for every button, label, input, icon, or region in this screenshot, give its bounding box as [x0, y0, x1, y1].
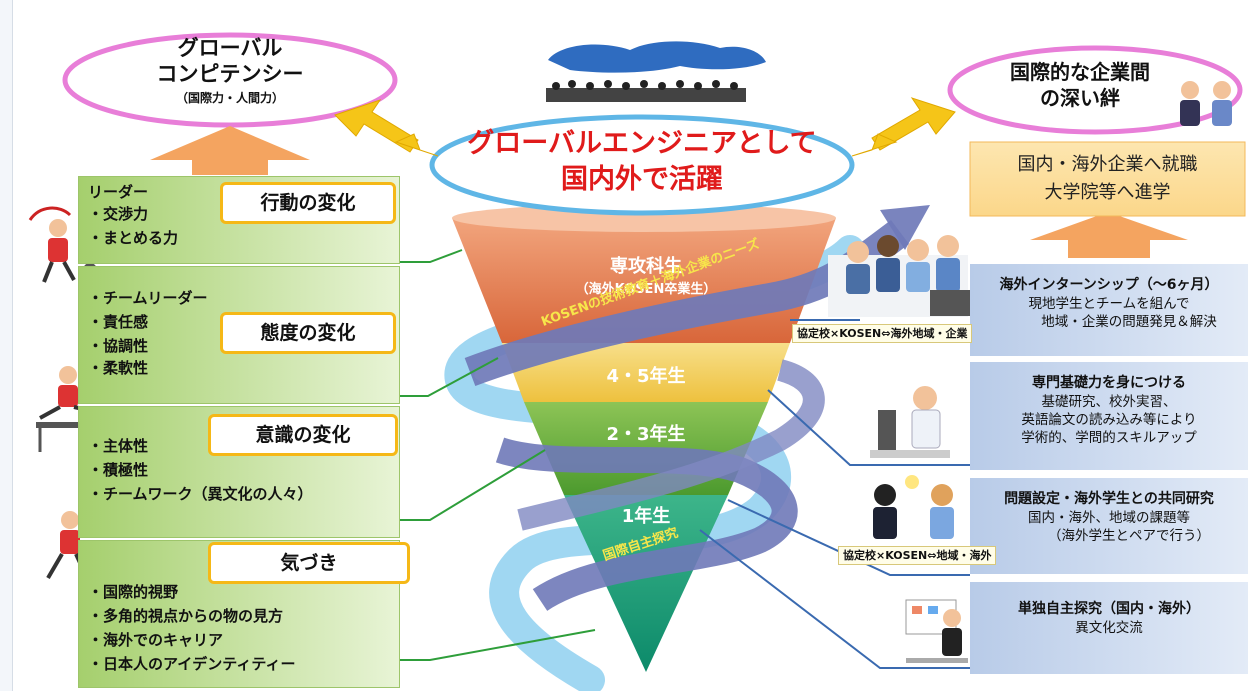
center-title-2: 国内外で活躍 — [561, 164, 723, 195]
left-panel-attitude-line-2: ・責任感 — [88, 313, 149, 331]
left-panel-awareness-line-3: ・チームワーク（異文化の人々） — [88, 485, 313, 503]
left-panel-notice-line-2: ・多角的視点からの物の見方 — [88, 607, 284, 625]
left-panel-notice-line-4: ・日本人のアイデンティティー — [88, 655, 296, 673]
world-map-graphic — [546, 41, 766, 102]
funnel-level-4 — [564, 495, 728, 672]
right-panel-research: 問題設定・海外学生との共同研究 国内・海外、地域の課題等 （海外学生とペアで行う… — [970, 478, 1248, 574]
right-panel-fundamentals-line-1: 基礎研究、校外実習、 — [1041, 394, 1177, 410]
funnel-level-3-label: 2・3年生 — [606, 424, 686, 445]
right-panel-fundamentals-line-2: 英語論文の読み込み等により — [1021, 412, 1197, 428]
two-students-icon — [873, 475, 954, 539]
spiral-arrowhead — [880, 205, 930, 250]
spiral-front-mid — [517, 359, 825, 531]
career-line-2: 大学院等へ進学 — [1044, 182, 1171, 203]
presenter-board-icon — [905, 599, 968, 663]
left-panel-awareness-tag: 意識の変化 — [208, 414, 398, 456]
students-group-icon — [828, 235, 970, 317]
left-panel-attitude-line-4: ・柔軟性 — [88, 359, 149, 377]
funnel-level-1-label: 専攻科生 — [610, 256, 682, 277]
left-panel-awareness-line-2: ・積極性 — [88, 461, 149, 479]
left-panel-notice-line-1: ・国際的視野 — [88, 583, 179, 601]
right-panel-fundamentals-line-3: 学術的、学問的スキルアップ — [1021, 430, 1197, 446]
connectors-left — [398, 249, 596, 661]
right-panel-research-title: 問題設定・海外学生との共同研究 — [1004, 491, 1214, 507]
right-panel-internship-line-1: 現地学生とチームを組んで — [1028, 296, 1190, 312]
bonds-title-1: 国際的な企業間 — [1010, 60, 1150, 84]
ellipse-center — [429, 114, 855, 216]
left-panel-action-line-3: ・まとめる力 — [88, 229, 179, 247]
right-panel-internship: 海外インターンシップ（～6ヶ月） 現地学生とチームを組んで 地域・企業の問題発見… — [970, 264, 1248, 356]
left-panel-attitude-line-3: ・協調性 — [88, 337, 149, 355]
arrow-right-yellow — [851, 97, 956, 157]
partnership-label-upper: 協定校×KOSEN⇔海外地域・企業 — [792, 324, 973, 343]
researcher-microscope-icon — [870, 386, 950, 458]
funnel-level-2-label: 4・5年生 — [606, 366, 686, 387]
funnel-rim — [452, 204, 836, 232]
ellipse-bonds — [947, 45, 1243, 135]
right-panel-research-line-2: （海外学生とペアで行う） — [1048, 528, 1210, 544]
partnership-label-lower: 協定校×KOSEN⇔地域・海外 — [838, 546, 997, 565]
left-panel-attitude-line-1: ・チームリーダー — [88, 289, 208, 307]
right-panel-fundamentals: 専門基礎力を身につける 基礎研究、校外実習、 英語論文の読み込み等により 学術的… — [970, 362, 1248, 470]
competency-subtitle: （国際力・人間力） — [175, 91, 284, 105]
right-panel-internship-line-2: 地域・企業の問題発見＆解決 — [1041, 314, 1217, 330]
competency-title-2: コンピテンシー — [156, 62, 304, 86]
career-box — [969, 141, 1246, 217]
funnel-level-1-sublabel: （海外KOSEN卒業生） — [575, 282, 717, 297]
right-panel-independent-line-1: 異文化交流 — [1075, 620, 1143, 636]
funnel-level-4-label: 1年生 — [621, 506, 671, 527]
arrow-up-right — [1030, 212, 1188, 258]
left-panel-attitude-tag: 態度の変化 — [220, 312, 396, 354]
left-panel-notice-tag: 気づき — [208, 542, 410, 584]
left-panel-notice-line-3: ・海外でのキャリア — [88, 631, 224, 649]
competency-title-1: グローバル — [177, 36, 283, 60]
left-panel-awareness-line-1: ・主体性 — [88, 437, 149, 455]
center-title-1: グローバルエンジニアとして — [467, 128, 817, 159]
funnel-level-2 — [502, 343, 790, 402]
left-panel-action-tag: 行動の変化 — [220, 182, 396, 224]
arrow-up-left — [150, 126, 310, 175]
career-line-1: 国内・海外企業へ就職 — [1017, 154, 1198, 175]
arrow-left-yellow — [334, 99, 439, 157]
handshake-icon — [1180, 81, 1232, 126]
right-panel-internship-title: 海外インターンシップ（～6ヶ月） — [999, 277, 1219, 293]
right-panel-independent-title: 単独自主探究（国内・海外） — [1018, 601, 1200, 617]
bonds-title-2: の深い絆 — [1040, 86, 1120, 110]
right-panel-research-line-1: 国内・海外、地域の課題等 — [1028, 510, 1190, 526]
left-panel-action-line-1: リーダー — [88, 183, 149, 201]
right-panel-fundamentals-title: 専門基礎力を身につける — [1032, 375, 1186, 391]
left-panel-action-line-2: ・交渉力 — [88, 205, 149, 223]
ellipse-competency — [62, 32, 398, 128]
spiral-front-lower — [495, 437, 798, 612]
right-panel-independent: 単独自主探究（国内・海外） 異文化交流 — [970, 582, 1248, 674]
left-edge-strip — [0, 0, 13, 691]
athlete-runner-icon — [46, 511, 88, 580]
connectors-right — [699, 319, 970, 669]
